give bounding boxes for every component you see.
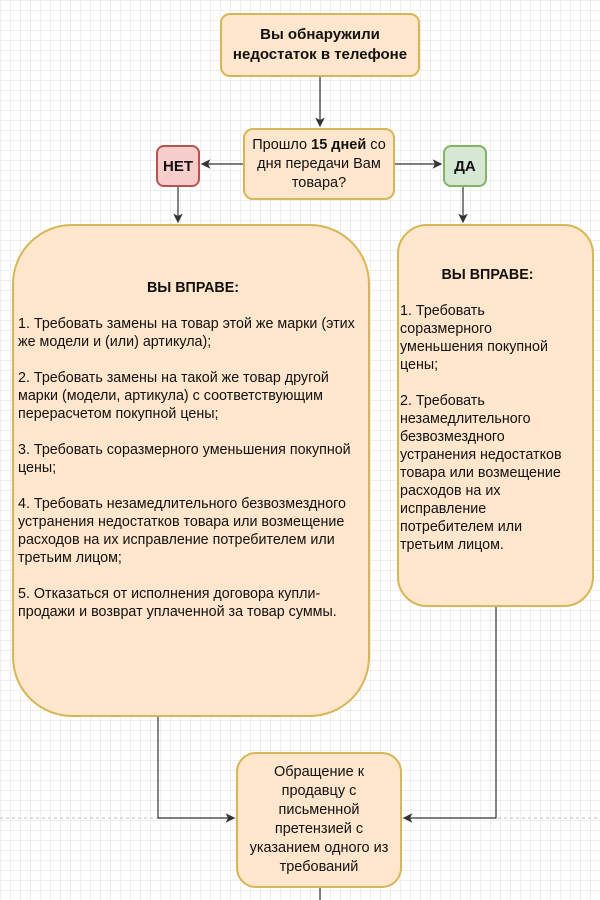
left-item: 2. Требовать замены на такой же товар др… (18, 370, 329, 422)
decision-node: Прошло 15 дней со дня передачи Вам товар… (243, 128, 395, 200)
left-item: 1. Требовать замены на товар этой же мар… (18, 316, 355, 350)
yes-node: ДА (443, 145, 487, 187)
left-item: 3. Требовать соразмерного уменьшения пок… (18, 442, 351, 476)
left-item: 4. Требовать незамедлительного безвозмез… (18, 496, 346, 566)
no-label: НЕТ (163, 157, 193, 175)
end-text: Обращение к продавцу с письменной претен… (249, 764, 389, 875)
end-node: Обращение к продавцу с письменной претен… (236, 752, 402, 888)
left-rights-list: ВЫ ВПРАВЕ: 1. Требовать замены на товар … (18, 279, 368, 639)
left-title: ВЫ ВПРАВЕ: (146, 280, 240, 296)
right-title: ВЫ ВПРАВЕ: (441, 267, 534, 283)
start-node: Вы обнаружили недостаток в телефоне (220, 13, 420, 77)
left-rights-node (12, 224, 370, 717)
no-node: НЕТ (156, 145, 200, 187)
right-rights-list: ВЫ ВПРАВЕ: 1. Требовать соразмерного уме… (400, 266, 575, 572)
arrow-right-end (402, 607, 497, 823)
start-text: Вы обнаружили недостаток в телефоне (232, 26, 408, 63)
right-item: 1. Требовать соразмерного уменьшения пок… (400, 303, 548, 373)
right-item: 2. Требовать незамедлительного безвозмез… (400, 393, 562, 553)
arrow-left-end (157, 717, 236, 823)
decision-text: Прошло 15 дней со дня передачи Вам товар… (252, 136, 386, 191)
left-item: 5. Отказаться от исполнения договора куп… (18, 586, 337, 620)
yes-label: ДА (454, 157, 476, 175)
right-rights-node (397, 224, 594, 607)
